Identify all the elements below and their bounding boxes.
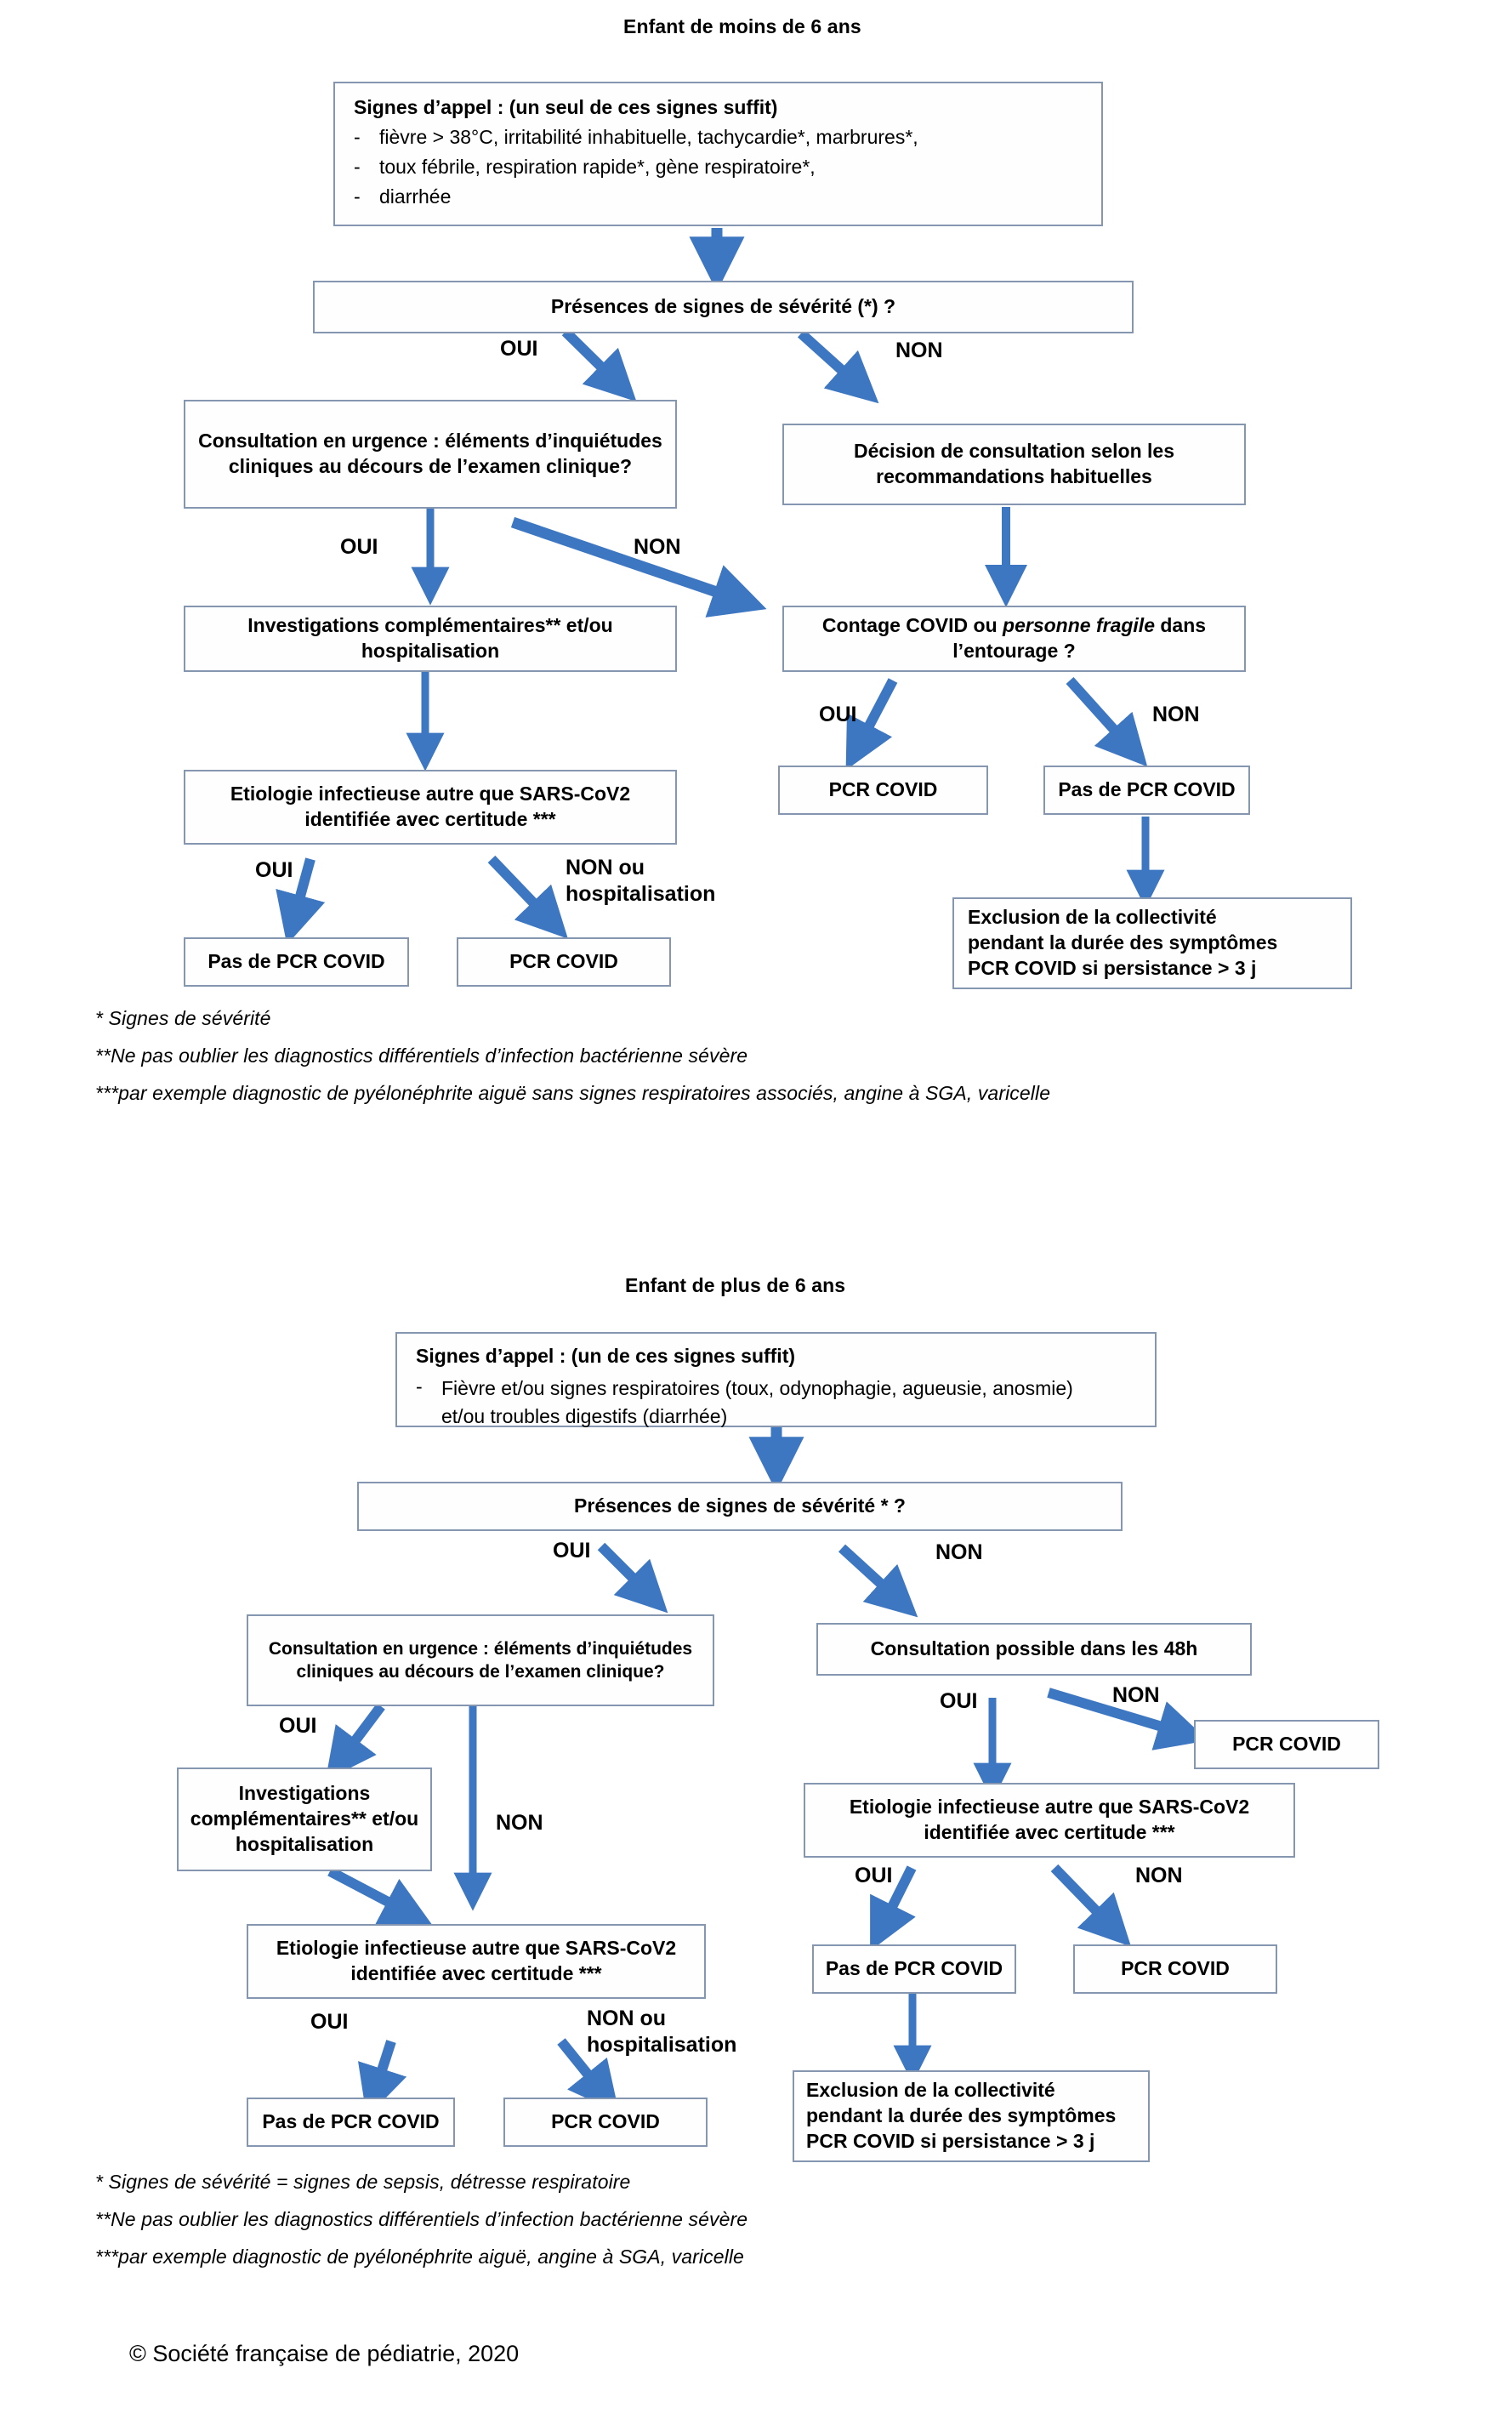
chart1-signes-box: Signes d’appel : (un seul de ces signes … bbox=[333, 82, 1103, 226]
chart1-label-oui-contage: OUI bbox=[819, 703, 857, 726]
chart2-label-oui-consult: OUI bbox=[279, 1714, 317, 1738]
chart2-severity-question-box: Présences de signes de sévérité * ? bbox=[357, 1482, 1123, 1531]
chart1-exclusion-box: Exclusion de la collectivité pendant la … bbox=[952, 897, 1352, 989]
chart2-label-non-48h: NON bbox=[1112, 1683, 1160, 1707]
chart1-pcr-covid-final-box: PCR COVID bbox=[457, 937, 671, 987]
chart2-signes-box: Signes d’appel : (un de ces signes suffi… bbox=[395, 1332, 1157, 1427]
chart2-footnote-1: **Ne pas oublier les diagnostics différe… bbox=[95, 2208, 748, 2230]
bullet-dash-icon: - bbox=[354, 125, 361, 148]
chart2-label-non-etiologieR: NON bbox=[1135, 1864, 1183, 1887]
chart1-signes-header: Signes d’appel : (un seul de ces signes … bbox=[354, 96, 778, 118]
hospitalisation-text: hospitalisation bbox=[587, 2033, 737, 2058]
chart2-label-oui-etiologieL: OUI bbox=[310, 2010, 349, 2034]
chart2-exclusion-box: Exclusion de la collectivité pendant la … bbox=[793, 2070, 1150, 2162]
non-ou-text: NON ou bbox=[587, 2007, 667, 2030]
exclusion-line-2: PCR COVID si persistance > 3 j bbox=[968, 956, 1257, 979]
contage-post: dans l’entourage ? bbox=[952, 614, 1207, 662]
chart2-signes-header: Signes d’appel : (un de ces signes suffi… bbox=[416, 1345, 796, 1367]
arrow-severity-oui bbox=[561, 327, 637, 402]
chart2-pcr-covid-right-box: PCR COVID bbox=[1073, 1944, 1277, 1994]
chart1-label-oui-severity: OUI bbox=[500, 337, 538, 361]
chart1-footnote-0: * Signes de sévérité bbox=[95, 1007, 271, 1029]
chart1-title: Enfant de moins de 6 ans bbox=[623, 15, 861, 37]
chart2-pas-pcr-covid-right-box: Pas de PCR COVID bbox=[812, 1944, 1016, 1994]
chart1-consultation-urgence-box: Consultation en urgence : éléments d’inq… bbox=[184, 400, 677, 509]
exclusion-line-1: pendant la durée des symptômes bbox=[968, 931, 1278, 954]
bullet-text: Fièvre et/ou signes respiratoires (toux,… bbox=[441, 1376, 1073, 1428]
chart2-label-non-ou-hospitalisation: NON ou hospitalisation bbox=[587, 2006, 782, 2059]
arrow2-investigations-to-etiologie bbox=[327, 1866, 433, 1926]
chart1-pas-pcr-covid-final-box: Pas de PCR COVID bbox=[184, 937, 409, 987]
bullet-text: fièvre > 38°C, irritabilité inhabituelle… bbox=[379, 125, 918, 148]
exclusion-line-0: Exclusion de la collectivité bbox=[968, 906, 1217, 929]
chart1-etiologie-box: Etiologie infectieuse autre que SARS-CoV… bbox=[184, 770, 677, 845]
chart2-label-non-consult: NON bbox=[496, 1811, 543, 1835]
chart2-consultation-urgence-box: Consultation en urgence : éléments d’inq… bbox=[247, 1614, 714, 1706]
chart1-contage-text: Contage COVID ou personne fragile dans l… bbox=[791, 613, 1237, 664]
arrow-contage-non bbox=[1066, 676, 1148, 767]
chart2-signes-item-0: - Fièvre et/ou signes respiratoires (tou… bbox=[416, 1375, 1113, 1432]
chart2-pcr-covid-48h-box: PCR COVID bbox=[1194, 1720, 1379, 1769]
chart2-label-non-severity: NON bbox=[935, 1540, 983, 1564]
chart1-label-oui-etiologie: OUI bbox=[255, 858, 293, 882]
exclusion-line-2: PCR COVID si persistance > 3 j bbox=[806, 2129, 1095, 2152]
chart2-label-oui-severity: OUI bbox=[553, 1539, 591, 1563]
arrow-etiologie-non bbox=[487, 855, 568, 939]
chart1-decision-consultation-box: Décision de consultation selon les recom… bbox=[782, 424, 1246, 505]
arrow2-severity-oui bbox=[597, 1542, 668, 1614]
copyright-footer: © Société française de pédiatrie, 2020 bbox=[129, 2341, 520, 2366]
chart2-pas-pcr-covid-final-box: Pas de PCR COVID bbox=[247, 2098, 455, 2147]
arrow-contage-oui bbox=[845, 678, 898, 771]
arrow2-etiologieR-non bbox=[1050, 1864, 1132, 1947]
chart1-pas-pcr-covid-contage-box: Pas de PCR COVID bbox=[1043, 766, 1250, 815]
chart1-footnote-1: **Ne pas oublier les diagnostics différe… bbox=[95, 1045, 748, 1067]
exclusion-line-0: Exclusion de la collectivité bbox=[806, 2079, 1055, 2102]
chart2-etiologie-left-box: Etiologie infectieuse autre que SARS-CoV… bbox=[247, 1924, 706, 1999]
chart1-label-oui-consult: OUI bbox=[340, 535, 378, 559]
bullet-text: diarrhée bbox=[379, 185, 452, 208]
chart1-investigations-box: Investigations complémentaires** et/ou h… bbox=[184, 606, 677, 672]
chart2-title: Enfant de plus de 6 ans bbox=[625, 1274, 846, 1296]
bullet-text: toux fébrile, respiration rapide*, gène … bbox=[379, 155, 816, 178]
chart1-label-non-ou-hospitalisation: NON ou hospitalisation bbox=[566, 855, 761, 908]
arrow-consult-non bbox=[510, 516, 767, 618]
chart2-consultation-48h-box: Consultation possible dans les 48h bbox=[816, 1623, 1252, 1676]
chart1-severity-question-box: Présences de signes de sévérité (*) ? bbox=[313, 281, 1134, 333]
chart1-contage-box: Contage COVID ou personne fragile dans l… bbox=[782, 606, 1246, 672]
chart2-label-oui-48h: OUI bbox=[940, 1689, 978, 1713]
chart2-investigations-box: Investigations complémentaires** et/ou h… bbox=[177, 1768, 432, 1871]
chart2-pcr-covid-final-box: PCR COVID bbox=[503, 2098, 708, 2147]
arrow2-severity-non bbox=[838, 1544, 918, 1618]
chart1-signes-item-1: - toux fébrile, respiration rapide*, gèn… bbox=[354, 155, 816, 180]
chart1-label-non-contage: NON bbox=[1152, 703, 1200, 726]
chart2-footnote-0: * Signes de sévérité = signes de sepsis,… bbox=[95, 2171, 631, 2193]
chart1-label-non-severity: NON bbox=[895, 339, 943, 362]
chart2-etiologie-right-box: Etiologie infectieuse autre que SARS-CoV… bbox=[804, 1783, 1295, 1858]
contage-emphasis: personne fragile bbox=[1003, 614, 1155, 637]
arrow2-consult-oui bbox=[325, 1703, 385, 1781]
arrow-severity-non bbox=[797, 329, 879, 404]
chart1-signes-item-0: - fièvre > 38°C, irritabilité inhabituel… bbox=[354, 125, 918, 151]
non-ou-text: NON ou bbox=[566, 856, 645, 879]
chart1-label-non-consult: NON bbox=[634, 535, 681, 559]
arrow2-etiologieL-oui bbox=[358, 2040, 407, 2118]
bullet-dash-icon: - bbox=[416, 1375, 423, 1398]
chart2-footnote-2: ***par exemple diagnostic de pyélonéphri… bbox=[95, 2246, 744, 2268]
chart1-footnote-2: ***par exemple diagnostic de pyélonéphri… bbox=[95, 1082, 1051, 1104]
bullet-dash-icon: - bbox=[354, 185, 361, 208]
contage-pre: Contage COVID ou bbox=[821, 614, 1003, 637]
hospitalisation-text: hospitalisation bbox=[566, 882, 716, 907]
arrow-etiologie-oui bbox=[276, 857, 326, 945]
exclusion-line-1: pendant la durée des symptômes bbox=[806, 2104, 1117, 2127]
chart1-signes-item-2: - diarrhée bbox=[354, 185, 451, 210]
chart2-label-oui-etiologieR: OUI bbox=[855, 1864, 893, 1887]
bullet-dash-icon: - bbox=[354, 155, 361, 178]
chart1-pcr-covid-contage-box: PCR COVID bbox=[778, 766, 988, 815]
